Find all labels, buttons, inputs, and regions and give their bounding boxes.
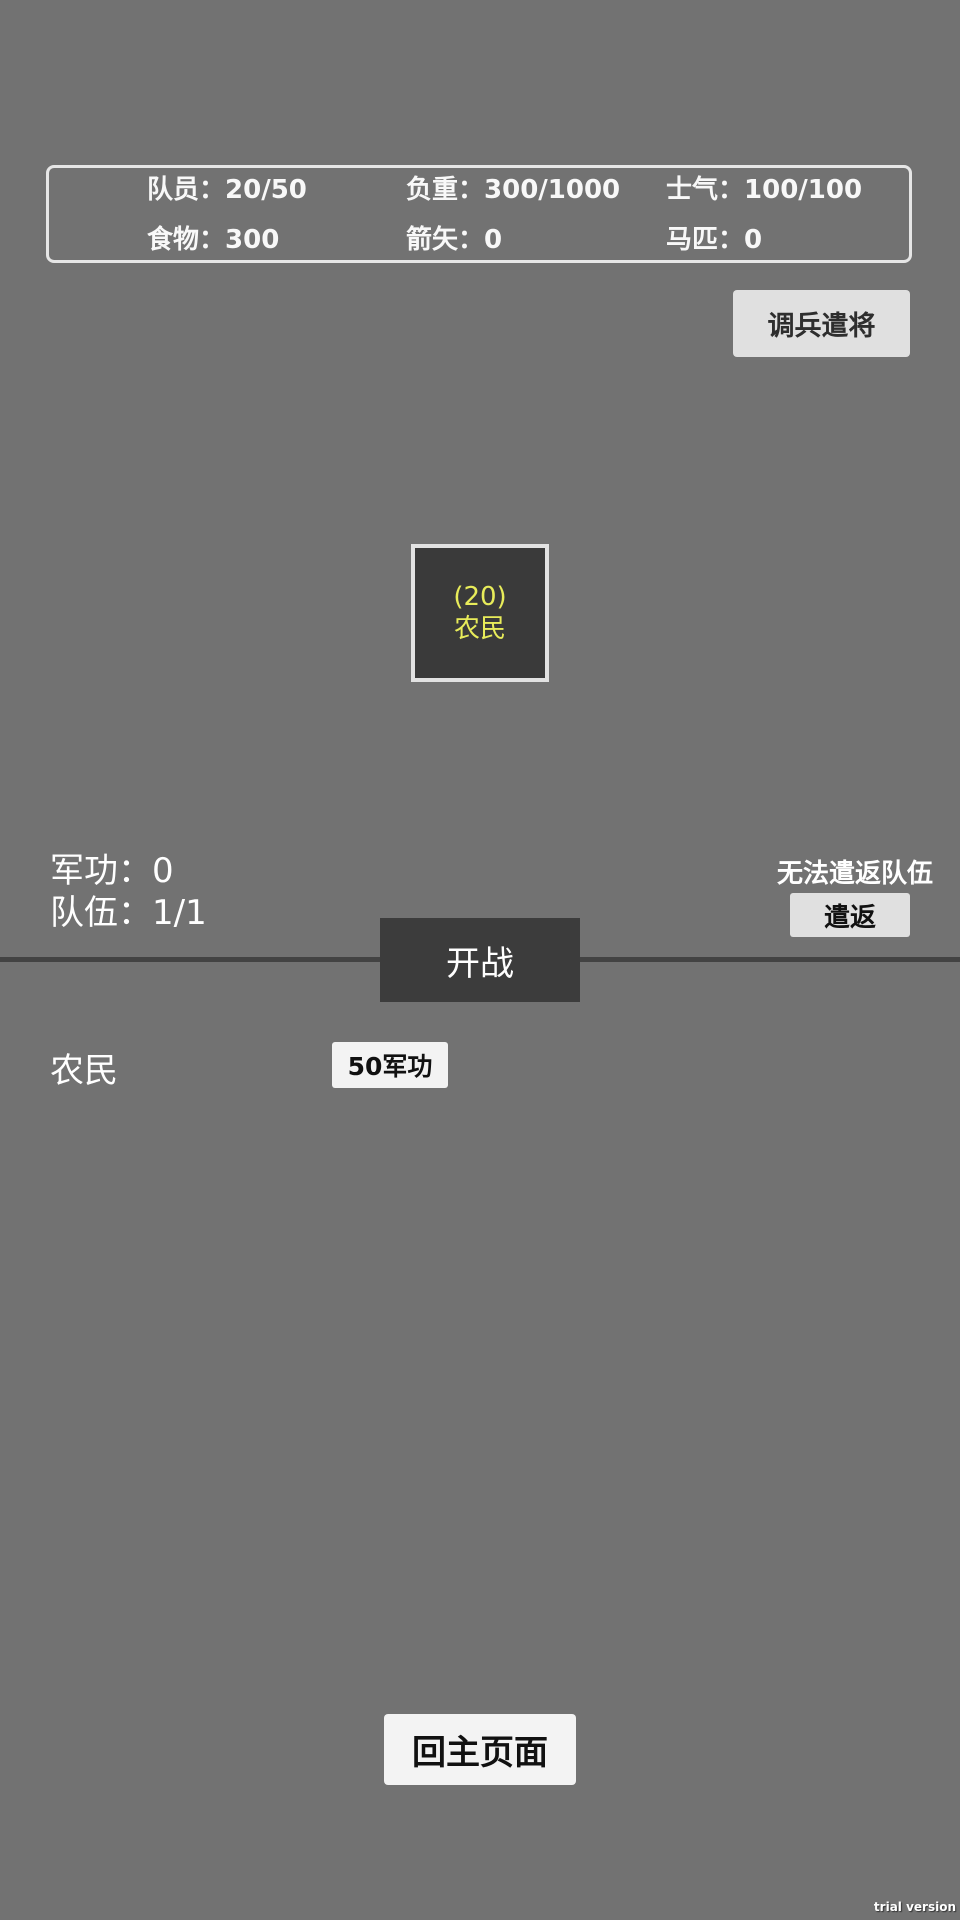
stat-load: 负重：300/1000 [406, 175, 621, 205]
team-line: 队伍：1/1 [50, 893, 207, 933]
home-button[interactable]: 回主页面 [384, 1714, 576, 1785]
stat-food: 食物：300 [147, 225, 280, 255]
stat-horses: 马匹：0 [666, 225, 763, 255]
watermark: trial version [873, 1900, 956, 1914]
retreat-button[interactable]: 遣返 [790, 893, 910, 937]
recruit-unit-name: 农民 [50, 1051, 118, 1091]
stat-members: 队员：20/50 [147, 175, 307, 205]
stat-arrows: 箭矢：0 [406, 225, 503, 255]
stat-morale: 士气：100/100 [666, 175, 863, 205]
unit-name: 农民 [453, 614, 506, 644]
recruit-cost-button[interactable]: 50军功 [332, 1042, 448, 1088]
merit-line: 军功：0 [50, 851, 174, 891]
unit-count: (20) [453, 582, 507, 612]
start-battle-button[interactable]: 开战 [380, 918, 580, 1002]
deploy-troops-button[interactable]: 调兵遣将 [733, 290, 910, 357]
stats-panel [46, 165, 912, 263]
retreat-status-text: 无法遣返队伍 [776, 859, 933, 889]
unit-card[interactable]: (20) 农民 [411, 544, 549, 682]
merit-info: 军功：0 队伍：1/1 [50, 850, 207, 934]
